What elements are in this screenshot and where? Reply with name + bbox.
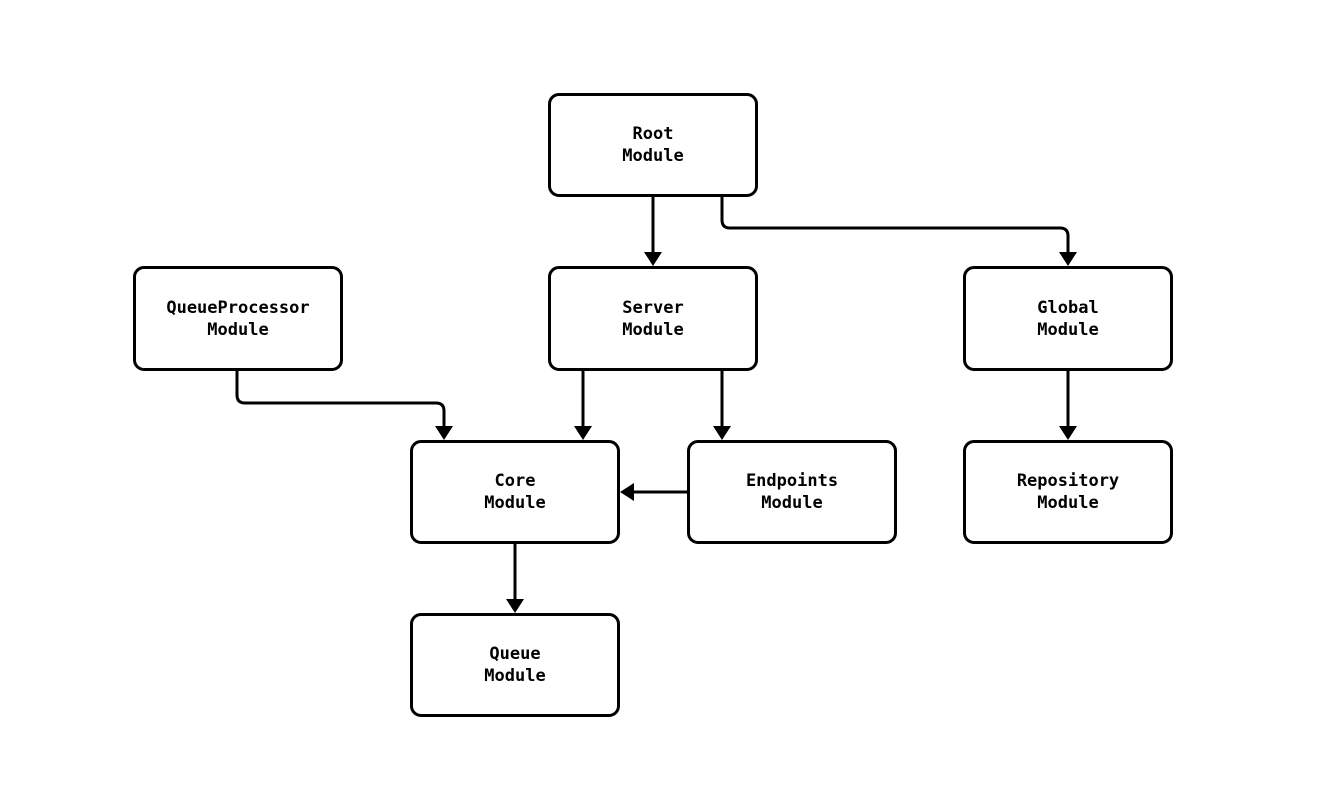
edge-root-to-global	[720, 197, 1077, 266]
node-root[interactable]: Root Module	[548, 93, 758, 197]
edge-endpoints-to-core	[620, 483, 687, 501]
node-core[interactable]: Core Module	[410, 440, 620, 544]
edge-global-to-repository	[1059, 371, 1077, 440]
node-endpoints-label: Endpoints Module	[745, 471, 839, 513]
node-repository[interactable]: Repository Module	[963, 440, 1173, 544]
node-queueprocessor-label: QueueProcessor Module	[166, 297, 310, 340]
edge-root-to-server	[644, 197, 662, 266]
node-server[interactable]: Server Module	[548, 266, 758, 371]
edge-server-to-core	[574, 371, 592, 440]
node-root-label: Root Module	[622, 124, 684, 166]
node-queue[interactable]: Queue Module	[410, 613, 620, 717]
node-global-label: Global Module	[1037, 297, 1099, 340]
edge-server-to-endpoints	[713, 371, 731, 440]
node-repository-label: Repository Module	[1016, 471, 1120, 513]
node-core-label: Core Module	[484, 471, 546, 513]
node-queue-label: Queue Module	[484, 644, 546, 686]
edge-core-to-queue	[506, 544, 524, 613]
node-server-label: Server Module	[622, 297, 684, 340]
node-global[interactable]: Global Module	[963, 266, 1173, 371]
node-queueprocessor[interactable]: QueueProcessor Module	[133, 266, 343, 371]
edge-queueprocessor-to-core	[235, 371, 453, 440]
node-endpoints[interactable]: Endpoints Module	[687, 440, 897, 544]
